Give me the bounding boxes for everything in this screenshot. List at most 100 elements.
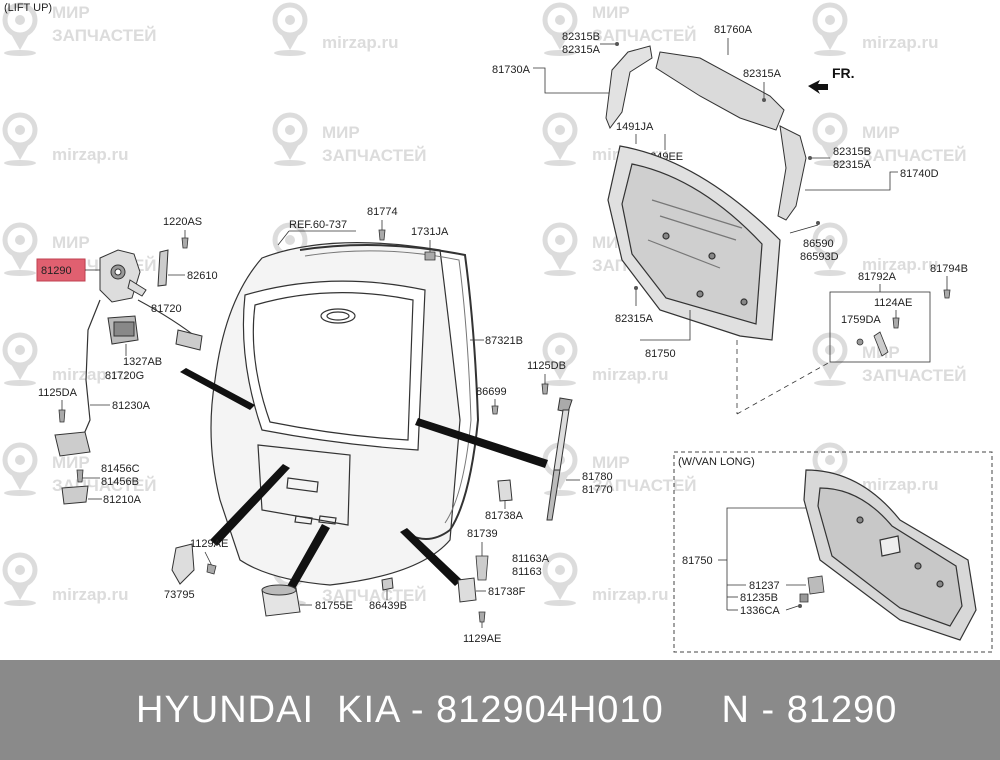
watermark-brand: ЗАПЧАСТЕЙ: [322, 586, 427, 605]
part-label-81774: 81774: [367, 206, 398, 218]
watermark-brand: ЗАПЧАСТЕЙ: [862, 366, 967, 385]
watermark-site: mirzap.ru: [862, 255, 939, 274]
watermark-brand: МИР: [52, 3, 90, 22]
part-label-1125DB: 1125DB: [527, 360, 566, 372]
actuator-81720G: [107, 315, 139, 345]
part-label-81163A: 81163A: [512, 553, 550, 565]
part-label-1491JA: 1491JA: [616, 121, 654, 133]
part-label-82315A-b: 82315A: [743, 68, 782, 80]
watermark-brand: МИР: [592, 3, 630, 22]
part-label-86593D: 86593D: [800, 251, 839, 263]
part-label-1220AS: 1220AS: [163, 216, 202, 228]
part-label-81210A: 81210A: [103, 494, 142, 506]
part-number-text: HYUNDAI KIA - 812904H010 N - 81290: [136, 688, 898, 731]
inset-panel-81750: [803, 469, 977, 641]
part-label-86699: 86699: [476, 386, 507, 398]
bracket-73795: [171, 543, 195, 585]
part-label-86590: 86590: [803, 238, 834, 250]
part-label-81456C: 81456C: [101, 463, 140, 475]
gas-strut-81780: [546, 397, 573, 521]
part-label-1125DA: 1125DA: [38, 387, 78, 399]
part-label-81770: 81770: [582, 484, 613, 496]
part-label-81750-a: 81750: [645, 348, 676, 360]
watermark-brand: ЗАПЧАСТЕЙ: [862, 146, 967, 165]
part-label-81730A: 81730A: [492, 64, 531, 76]
part-label-81738A: 81738A: [485, 510, 524, 522]
watermark-brand: ЗАПЧАСТЕЙ: [592, 26, 697, 45]
part-label-81237: 81237: [749, 580, 780, 592]
part-label-82315A-c: 82315A: [833, 159, 872, 171]
striker-81210A: [61, 485, 89, 505]
trim-81760A: [655, 51, 785, 131]
pointer-wedges: [180, 368, 548, 594]
watermark-site: mirzap.ru: [592, 365, 669, 384]
bumper-81738A: [497, 479, 513, 502]
part-label-1129AE-b: 1129AE: [463, 633, 501, 645]
part-label-1731JA: 1731JA: [411, 226, 449, 238]
trim-81740D: [777, 125, 807, 221]
weatherstrip: [299, 244, 480, 540]
part-label-81163: 81163: [512, 566, 542, 578]
part-label-81740D: 81740D: [900, 168, 939, 180]
watermark-site: mirzap.ru: [592, 585, 669, 604]
part-label-81456B: 81456B: [101, 476, 139, 488]
part-label-82315B: 82315B: [562, 31, 600, 43]
front-arrow: [808, 80, 828, 94]
part-label-81755E: 81755E: [315, 600, 353, 612]
part-label-82610: 82610: [187, 270, 218, 282]
part-number-footer: HYUNDAI KIA - 812904H010 N - 81290: [0, 660, 1000, 760]
watermark-site: mirzap.ru: [52, 365, 129, 384]
part-label-81750-b: 81750: [682, 555, 713, 567]
handle-81237: [807, 575, 825, 595]
watermark-brand: МИР: [52, 453, 90, 472]
inner-trim-panel-81750: [607, 145, 781, 341]
part-label-1327AB: 1327AB: [123, 356, 162, 368]
part-label-81739: 81739: [467, 528, 498, 540]
latch-81290: [99, 249, 147, 303]
watermark-site: mirzap.ru: [322, 33, 399, 52]
part-label-81780: 81780: [582, 471, 613, 483]
rod-81230A: [77, 299, 101, 449]
watermark-brand: МИР: [322, 123, 360, 142]
tailgate-panel: [210, 242, 461, 586]
part-label-1336CA: 1336CA: [740, 605, 780, 617]
watermark-brand: ЗАПЧАСТЕЙ: [322, 146, 427, 165]
part-label-81760A: 81760A: [714, 24, 753, 36]
part-label-81794B: 81794B: [930, 263, 968, 275]
inset-title: (W/VAN LONG): [678, 456, 755, 468]
part-label-81792A: 81792A: [858, 271, 897, 283]
diagram-title: (LIFT UP): [4, 2, 52, 14]
part-label-1124AE: 1124AE: [874, 297, 912, 309]
switch-81230A: [54, 431, 91, 457]
direction-label: FR.: [832, 65, 855, 81]
lamp-81755E: [261, 584, 301, 617]
part-label-86439B: 86439B: [369, 600, 407, 612]
part-label-82315A: 82315A: [562, 44, 601, 56]
watermark-site: mirzap.ru: [52, 145, 129, 164]
part-label-81720: 81720: [151, 303, 182, 315]
bracket-81738F: [457, 577, 477, 603]
trim-81730A: [605, 45, 653, 130]
bumper-86439B: [381, 577, 394, 591]
part-label-81738F: 81738F: [488, 586, 526, 598]
watermark-brand: МИР: [52, 233, 90, 252]
watermark-brand: ЗАПЧАСТЕЙ: [52, 26, 157, 45]
part-label-73795: 73795: [164, 589, 195, 601]
watermark-brand: МИР: [592, 453, 630, 472]
parts-diagram: МИР ЗАПЧАСТЕЙ mirzap.ru МИР ЗАПЧАСТЕЙ mi…: [0, 2, 993, 653]
part-label-81290[interactable]: 81290: [41, 265, 72, 277]
part-label-81235B: 81235B: [740, 592, 778, 604]
part-label-82315B-c: 82315B: [833, 146, 871, 158]
part-label-1759DA: 1759DA: [841, 314, 881, 326]
part-label-81230A: 81230A: [112, 400, 151, 412]
watermark-site: mirzap.ru: [52, 585, 129, 604]
part-label-81720G: 81720G: [105, 370, 144, 382]
watermark-brand: ЗАПЧАСТЕЙ: [592, 476, 697, 495]
weatherstrip-inner: [304, 250, 472, 524]
bracket-82610: [157, 249, 169, 287]
part-label-87321B: 87321B: [485, 335, 523, 347]
part-label-82315A-d: 82315A: [615, 313, 654, 325]
part-label-1129AE: 1129AE: [190, 538, 228, 550]
watermark-brand: МИР: [862, 123, 900, 142]
